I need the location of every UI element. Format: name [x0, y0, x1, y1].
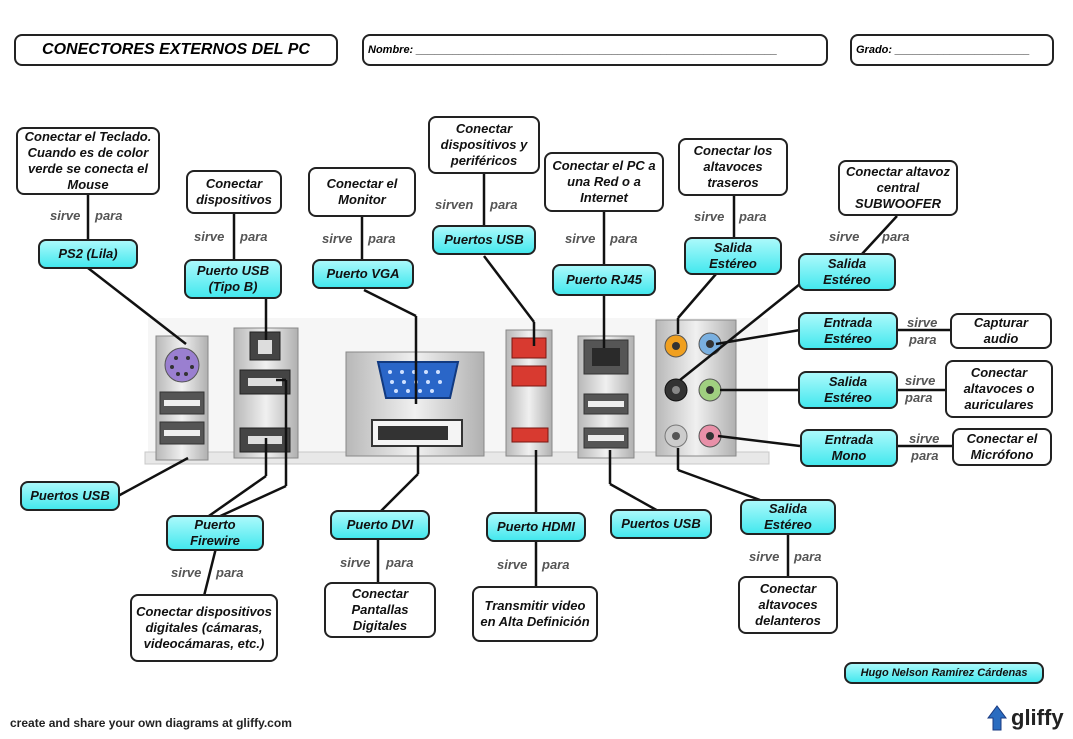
use-firewire: Conectar dispositivos digitales (cámaras… — [130, 594, 278, 662]
para-label: para — [216, 565, 244, 580]
use-rj45: Conectar el PC a una Red o a Internet — [544, 152, 664, 212]
port-usb-top: Puertos USB — [432, 225, 536, 255]
para-label: para — [240, 229, 268, 244]
para-label: para — [909, 332, 937, 347]
port-usb-b: Puerto USB (Tipo B) — [184, 259, 282, 299]
para-label: para — [490, 197, 518, 212]
port-usb-bottom: Puertos USB — [610, 509, 712, 539]
sirve-label: sirve — [50, 208, 81, 223]
vga-port — [376, 361, 460, 399]
red-usb-port — [511, 365, 547, 387]
port-ps2: PS2 (Lila) — [38, 239, 138, 269]
use-entrada-mono: Conectar el Micrófono — [952, 428, 1052, 466]
use-hdmi: Transmitir video en Alta Definición — [472, 586, 598, 642]
nombre-field[interactable]: Nombre: ________________________________… — [362, 34, 828, 66]
sirve-label: sirve — [829, 229, 860, 244]
use-salida-estereo: Conectar altavoces o auriculares — [945, 360, 1053, 418]
para-label: para — [368, 231, 396, 246]
grado-field[interactable]: Grado: ______________________ — [850, 34, 1054, 66]
para-label: para — [794, 549, 822, 564]
port-entrada-mono: Entrada Mono — [800, 429, 898, 467]
sirve-label: sirve — [497, 557, 528, 572]
para-label: para — [882, 229, 910, 244]
nombre-label: Nombre: ________________________________… — [368, 44, 778, 56]
port-vga: Puerto VGA — [312, 259, 414, 289]
port-entrada-estereo: Entrada Estéreo — [798, 312, 898, 350]
port-firewire: Puerto Firewire — [166, 515, 264, 551]
port-rj45: Puerto RJ45 — [552, 264, 656, 296]
use-dvi: Conectar Pantallas Digitales — [324, 582, 436, 638]
use-usb-top: Conectar dispositivos y periféricos — [428, 116, 540, 174]
sirve-label: sirve — [322, 231, 353, 246]
connector-lines — [86, 174, 952, 597]
sirve-label: sirve — [905, 373, 936, 388]
port-usb-left: Puertos USB — [20, 481, 120, 511]
sirve-label: sirve — [907, 315, 938, 330]
para-label: para — [905, 390, 933, 405]
use-salida-traseros: Conectar los altavoces traseros — [678, 138, 788, 196]
port-dvi: Puerto DVI — [330, 510, 430, 540]
sirve-label: sirve — [171, 565, 202, 580]
use-salida-delanteros: Conectar altavoces delanteros — [738, 576, 838, 634]
port-salida-traseros: Salida Estéreo — [684, 237, 782, 275]
port-hdmi: Puerto HDMI — [486, 512, 586, 542]
para-label: para — [739, 209, 767, 224]
use-vga: Conectar el Monitor — [308, 167, 416, 217]
sirve-label: sirve — [565, 231, 596, 246]
gliffy-logo[interactable]: gliffy — [984, 703, 1064, 733]
gliffy-logo-text: gliffy — [1011, 705, 1064, 730]
sirve-label: sirve — [749, 549, 780, 564]
author-badge: Hugo Nelson Ramírez Cárdenas — [844, 662, 1044, 684]
use-entrada-estereo: Capturar audio — [950, 313, 1052, 349]
use-ps2: Conectar el Teclado. Cuando es de color … — [16, 127, 160, 195]
para-label: para — [95, 208, 123, 223]
sirve-label: sirve — [340, 555, 371, 570]
red-usb-port — [511, 337, 547, 359]
use-subwoofer: Conectar altavoz central SUBWOOFER — [838, 160, 958, 216]
hdmi-port — [511, 427, 549, 443]
page-title: CONECTORES EXTERNOS DEL PC — [42, 41, 310, 58]
gliffy-icon — [987, 705, 1007, 731]
para-label: para — [386, 555, 414, 570]
port-salida-delanteros: Salida Estéreo — [740, 499, 836, 535]
para-label: para — [911, 448, 939, 463]
sirve-label: sirve — [194, 229, 225, 244]
sirve-label: sirve — [694, 209, 725, 224]
para-label: para — [610, 231, 638, 246]
footer-text[interactable]: create and share your own diagrams at gl… — [10, 716, 292, 730]
para-label: para — [542, 557, 570, 572]
sirve-label: sirve — [909, 431, 940, 446]
port-salida-estereo: Salida Estéreo — [798, 371, 898, 409]
page-title-box: CONECTORES EXTERNOS DEL PC — [14, 34, 338, 66]
port-salida-sub: Salida Estéreo — [798, 253, 896, 291]
ps2-port — [164, 347, 200, 383]
use-usb-b: Conectar dispositivos — [186, 170, 282, 214]
grado-label: Grado: ______________________ — [856, 44, 1030, 56]
sirven-label: sirven — [435, 197, 474, 212]
